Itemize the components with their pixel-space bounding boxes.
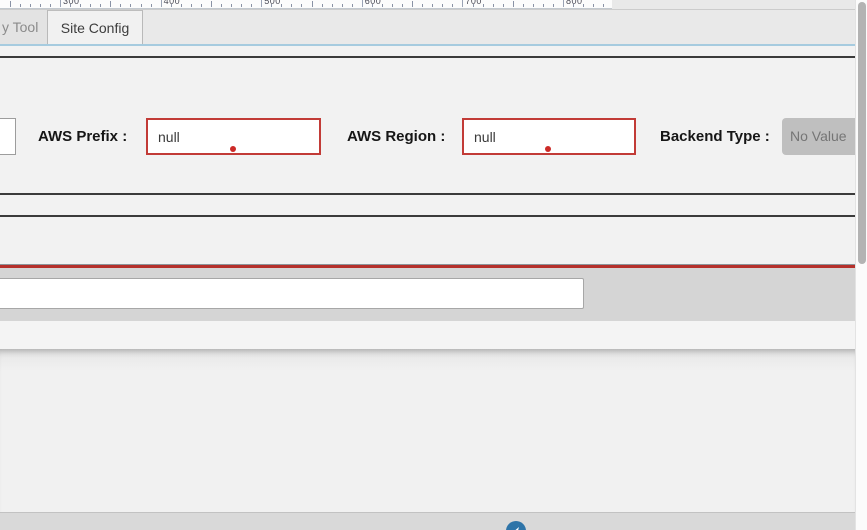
ruler-tick (251, 4, 253, 7)
ruler-tick (160, 0, 162, 7)
ruler-tick (573, 4, 575, 7)
ruler-tick (281, 4, 283, 7)
ruler-tick (120, 4, 122, 7)
ruler-tick (522, 4, 524, 7)
ruler-tick (90, 4, 92, 7)
scrollbar-thumb[interactable] (858, 2, 866, 264)
ruler-tick (432, 4, 434, 7)
ruler-tick (150, 4, 152, 7)
ruler-tick (452, 4, 454, 7)
section-divider (0, 56, 855, 58)
tab-accent-divider (0, 44, 855, 46)
ruler-tick (9, 1, 11, 7)
ruler-tick (502, 4, 504, 7)
ruler-tick (381, 4, 383, 7)
aws-prefix-label: AWS Prefix : (38, 128, 128, 145)
ruler-tick (392, 4, 393, 7)
ruler-tick (241, 4, 243, 7)
filter-input[interactable] (0, 278, 584, 309)
ruler-tick (351, 4, 353, 7)
ruler-tick (563, 0, 564, 7)
ruler-tick (492, 4, 494, 7)
ruler-label: 600 (364, 0, 382, 6)
ruler-tick (412, 1, 414, 7)
fab-button[interactable] (506, 521, 526, 530)
section-divider (0, 215, 855, 217)
ruler-tick (482, 4, 484, 7)
ruler-tick (321, 4, 323, 7)
ruler-tick (593, 4, 595, 7)
ruler-tick (140, 4, 142, 7)
aws-region-label: AWS Region : (347, 128, 446, 145)
error-dot-icon (545, 146, 551, 152)
ruler-tick (231, 4, 232, 7)
ruler-tick (462, 0, 464, 7)
ruler-tick (180, 4, 182, 7)
ruler-label: 700 (465, 0, 482, 6)
ruler-tick (49, 4, 51, 7)
ruler-tick (542, 4, 544, 7)
ruler-label: 400 (163, 0, 181, 6)
ruler-tick (110, 1, 112, 7)
ruler-tick (361, 0, 363, 7)
ruler-label: 800 (566, 0, 583, 6)
ruler-tick (221, 4, 222, 7)
ruler-tick (371, 4, 373, 7)
ruler-tick (170, 4, 172, 7)
filter-band (0, 268, 855, 321)
backend-type-label: Backend Type : (660, 128, 770, 145)
tab-tool[interactable]: y Tool (0, 10, 48, 45)
tab-bar: y Tool Site Config (0, 9, 855, 45)
ruler-tick (100, 4, 102, 7)
horizontal-ruler: 300 400 500 600 700 800 (0, 0, 612, 9)
tab-site-config[interactable]: Site Config (48, 10, 143, 45)
bottom-bar (0, 512, 855, 530)
error-dot-icon (230, 146, 236, 152)
ruler-tick (39, 4, 41, 7)
content-panel (0, 349, 855, 512)
vertical-scrollbar[interactable] (855, 0, 867, 530)
section-divider (0, 193, 855, 195)
ruler-tick (301, 4, 303, 7)
ruler-tick (442, 4, 444, 7)
ruler-tick (603, 4, 605, 7)
ruler-tick (261, 0, 263, 7)
red-divider (0, 264, 855, 268)
ruler-tick (583, 4, 585, 7)
ruler-label: 300 (63, 0, 80, 6)
ruler-tick (200, 4, 202, 7)
ruler-tick (60, 0, 61, 7)
ruler-tick (210, 1, 212, 7)
ruler-tick (472, 4, 474, 7)
ruler-tick (19, 4, 21, 7)
backend-type-select[interactable]: No Value (782, 118, 862, 155)
ruler-tick (291, 4, 293, 7)
ruler-tick (331, 4, 333, 7)
ruler-label: 500 (264, 0, 281, 6)
ruler-tick (552, 4, 554, 7)
ruler-tick (311, 1, 313, 7)
ruler-tick (29, 4, 31, 7)
ruler-tick (512, 1, 514, 7)
ruler-tick (80, 4, 82, 7)
ruler-tick (402, 4, 403, 7)
ruler-tick (70, 4, 72, 7)
clipped-left-input[interactable] (0, 118, 16, 155)
content-strip (0, 321, 855, 349)
ruler-tick (341, 4, 343, 7)
ruler-tick (130, 4, 132, 7)
ruler-tick (190, 4, 192, 7)
ruler-tick (422, 4, 424, 7)
ruler-tick (532, 4, 534, 7)
ruler-tick (271, 4, 273, 7)
